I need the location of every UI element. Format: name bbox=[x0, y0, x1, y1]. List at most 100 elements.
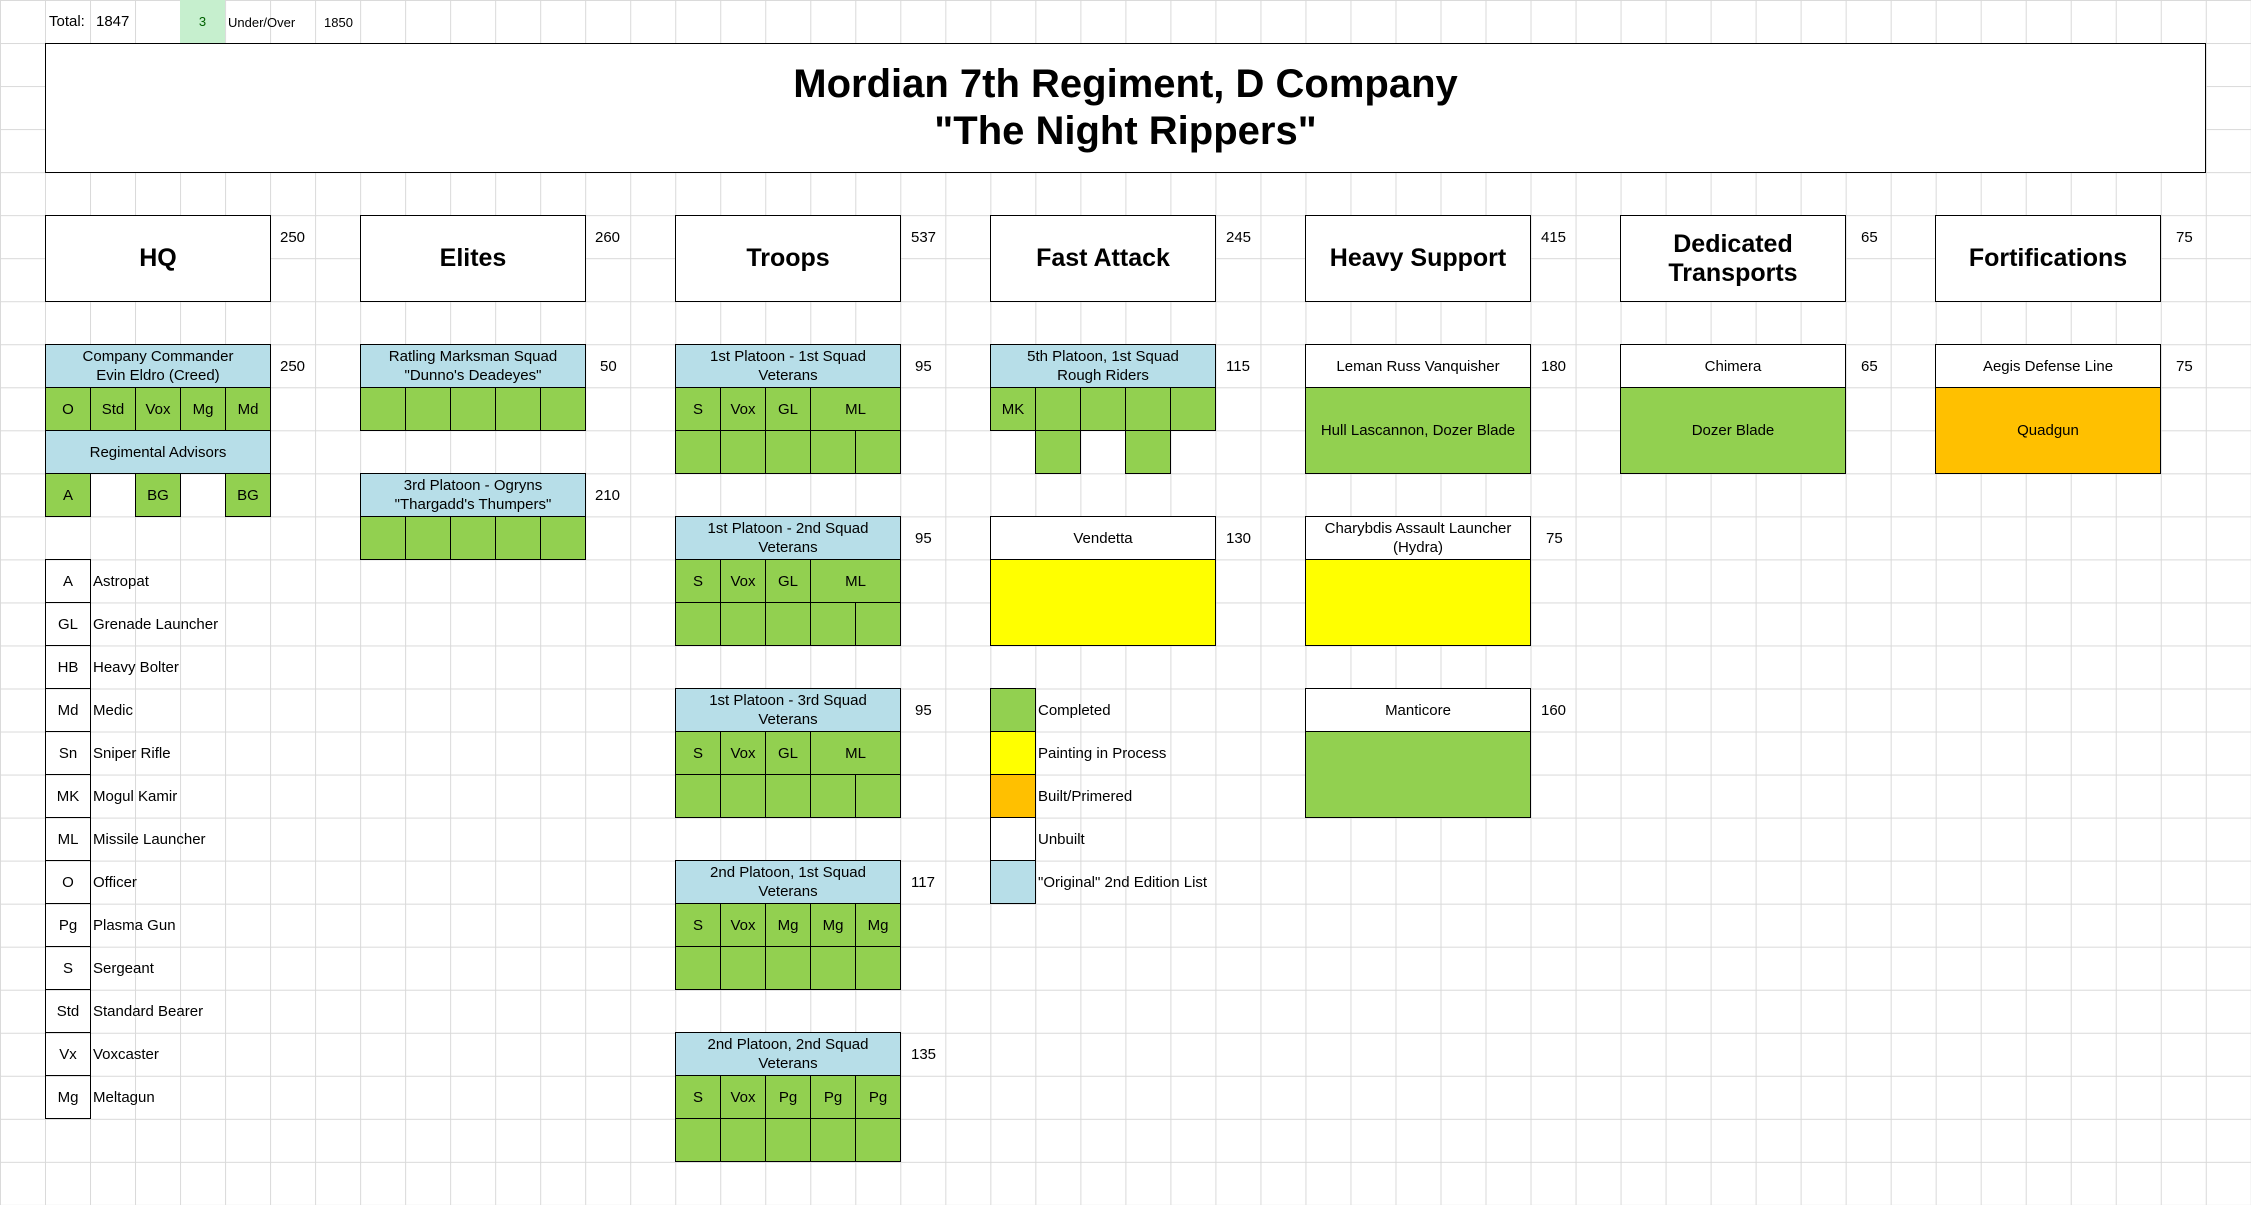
model-cell[interactable]: Mg bbox=[180, 387, 226, 431]
vehicle-status-cell[interactable] bbox=[1305, 559, 1531, 646]
model-cell[interactable] bbox=[765, 1118, 811, 1162]
model-cell[interactable]: ML bbox=[810, 387, 901, 431]
model-cell[interactable] bbox=[1035, 387, 1081, 431]
unit-chimera[interactable]: Chimera bbox=[1620, 344, 1846, 388]
model-cell[interactable] bbox=[810, 946, 856, 990]
section-header-elites: Elites bbox=[360, 215, 586, 302]
unit-vendetta[interactable]: Vendetta bbox=[990, 516, 1216, 560]
under-over-value[interactable]: 3 bbox=[180, 0, 225, 43]
model-cell[interactable]: Vox bbox=[720, 903, 766, 947]
unit-manticore[interactable]: Manticore bbox=[1305, 688, 1531, 732]
model-cell[interactable] bbox=[675, 430, 721, 474]
model-cell[interactable] bbox=[855, 774, 901, 818]
model-cell[interactable]: GL bbox=[765, 559, 811, 603]
model-cell[interactable]: ML bbox=[810, 731, 901, 775]
model-cell[interactable] bbox=[810, 1118, 856, 1162]
unit-ogryns[interactable]: 3rd Platoon - Ogryns "Thargadd's Thumper… bbox=[360, 473, 586, 517]
model-cell[interactable] bbox=[765, 774, 811, 818]
model-cell[interactable] bbox=[855, 430, 901, 474]
model-cell[interactable]: Vox bbox=[135, 387, 181, 431]
model-cell[interactable]: Std bbox=[90, 387, 136, 431]
model-cell[interactable]: Vox bbox=[720, 1075, 766, 1119]
model-cell[interactable]: S bbox=[675, 731, 721, 775]
model-cell[interactable] bbox=[765, 430, 811, 474]
abbr-divider bbox=[45, 1032, 91, 1033]
model-cell[interactable] bbox=[720, 946, 766, 990]
model-cell[interactable] bbox=[540, 516, 586, 560]
model-cell[interactable] bbox=[360, 387, 406, 431]
section-points-fortifications: 75 bbox=[2176, 229, 2193, 246]
vehicle-status-cell[interactable]: Hull Lascannon, Dozer Blade bbox=[1305, 387, 1531, 474]
model-cell[interactable]: S bbox=[675, 387, 721, 431]
model-cell[interactable]: Mg bbox=[855, 903, 901, 947]
vehicle-status-cell[interactable]: Quadgun bbox=[1935, 387, 2161, 474]
model-cell[interactable] bbox=[450, 516, 496, 560]
unit-aegis-defense-line[interactable]: Aegis Defense Line bbox=[1935, 344, 2161, 388]
unit-1st-platoon-2nd-squad[interactable]: 1st Platoon - 2nd Squad Veterans bbox=[675, 516, 901, 560]
unit-ratling-marksman-squad[interactable]: Ratling Marksman Squad "Dunno's Deadeyes… bbox=[360, 344, 586, 388]
model-cell[interactable] bbox=[810, 774, 856, 818]
model-cell[interactable]: GL bbox=[765, 387, 811, 431]
model-cell[interactable] bbox=[360, 516, 406, 560]
unit-2nd-platoon-2nd-squad[interactable]: 2nd Platoon, 2nd Squad Veterans bbox=[675, 1032, 901, 1076]
model-cell[interactable]: S bbox=[675, 903, 721, 947]
unit-1st-platoon-3rd-squad[interactable]: 1st Platoon - 3rd Squad Veterans bbox=[675, 688, 901, 732]
model-cell[interactable]: BG bbox=[135, 473, 181, 517]
model-cell[interactable] bbox=[675, 1118, 721, 1162]
model-cell[interactable] bbox=[1170, 387, 1216, 431]
model-cell[interactable]: ML bbox=[810, 559, 901, 603]
vehicle-status-cell[interactable]: Dozer Blade bbox=[1620, 387, 1846, 474]
model-cell[interactable]: GL bbox=[765, 731, 811, 775]
model-cell[interactable]: Vox bbox=[720, 731, 766, 775]
vehicle-status-cell[interactable] bbox=[1305, 731, 1531, 818]
model-cell[interactable] bbox=[405, 387, 451, 431]
model-cell[interactable] bbox=[540, 387, 586, 431]
model-cell[interactable]: Vox bbox=[720, 559, 766, 603]
model-cell[interactable]: A bbox=[45, 473, 91, 517]
model-cell[interactable] bbox=[1035, 430, 1081, 474]
model-cell[interactable] bbox=[450, 387, 496, 431]
model-cell[interactable]: Pg bbox=[855, 1075, 901, 1119]
model-cell[interactable]: S bbox=[675, 1075, 721, 1119]
model-cell[interactable] bbox=[810, 430, 856, 474]
unit-points: 160 bbox=[1541, 702, 1567, 719]
unit-leman-russ-vanquisher[interactable]: Leman Russ Vanquisher bbox=[1305, 344, 1531, 388]
model-cell[interactable] bbox=[855, 946, 901, 990]
model-cell[interactable] bbox=[765, 602, 811, 646]
model-cell[interactable] bbox=[495, 387, 541, 431]
legend-label: Completed bbox=[1038, 702, 1111, 719]
model-cell[interactable] bbox=[675, 602, 721, 646]
model-cell[interactable]: S bbox=[675, 559, 721, 603]
model-cell[interactable]: Vox bbox=[720, 387, 766, 431]
model-cell[interactable] bbox=[1080, 387, 1126, 431]
model-cell[interactable]: Md bbox=[225, 387, 271, 431]
unit-regimental-advisors[interactable]: Regimental Advisors bbox=[45, 430, 271, 474]
model-cell[interactable]: Mg bbox=[765, 903, 811, 947]
model-cell[interactable]: Pg bbox=[765, 1075, 811, 1119]
unit-1st-platoon-1st-squad[interactable]: 1st Platoon - 1st Squad Veterans bbox=[675, 344, 901, 388]
model-cell[interactable] bbox=[810, 602, 856, 646]
model-cell[interactable]: Mg bbox=[810, 903, 856, 947]
model-cell[interactable] bbox=[1125, 387, 1171, 431]
model-cell[interactable]: BG bbox=[225, 473, 271, 517]
model-cell[interactable] bbox=[720, 774, 766, 818]
unit-2nd-platoon-1st-squad[interactable]: 2nd Platoon, 1st Squad Veterans bbox=[675, 860, 901, 904]
model-cell[interactable] bbox=[1125, 430, 1171, 474]
unit-charybdis-assault-launcher[interactable]: Charybdis Assault Launcher (Hydra) bbox=[1305, 516, 1531, 560]
model-cell[interactable] bbox=[765, 946, 811, 990]
model-cell[interactable] bbox=[495, 516, 541, 560]
vehicle-status-cell[interactable] bbox=[990, 559, 1216, 646]
model-cell[interactable] bbox=[675, 774, 721, 818]
model-cell[interactable]: MK bbox=[990, 387, 1036, 431]
model-cell[interactable] bbox=[720, 602, 766, 646]
model-cell[interactable]: O bbox=[45, 387, 91, 431]
model-cell[interactable] bbox=[855, 602, 901, 646]
unit-company-commander[interactable]: Company Commander Evin Eldro (Creed) bbox=[45, 344, 271, 388]
model-cell[interactable]: Pg bbox=[810, 1075, 856, 1119]
unit-rough-riders[interactable]: 5th Platoon, 1st Squad Rough Riders bbox=[990, 344, 1216, 388]
model-cell[interactable] bbox=[720, 1118, 766, 1162]
model-cell[interactable] bbox=[675, 946, 721, 990]
model-cell[interactable] bbox=[720, 430, 766, 474]
model-cell[interactable] bbox=[405, 516, 451, 560]
model-cell[interactable] bbox=[855, 1118, 901, 1162]
